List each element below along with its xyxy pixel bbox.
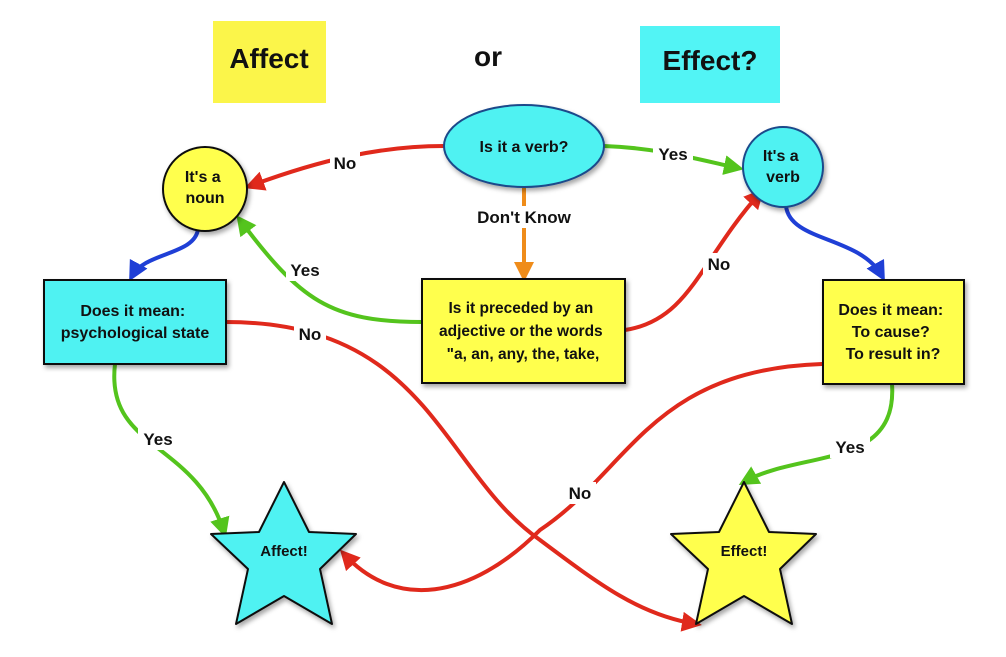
node-preceded-line-1: Is it preceded by an <box>448 300 593 317</box>
node-is-verb: Is it a verb? <box>443 104 605 188</box>
node-preceded-line-2: adjective or the words <box>439 323 603 340</box>
label-cause-yes: Yes <box>835 438 864 457</box>
node-noun-line-1: It's a <box>185 169 221 186</box>
node-preceded: Is it preceded by an adjective or the wo… <box>421 278 626 384</box>
node-psych: Does it mean: psychological state <box>43 279 227 365</box>
effect-star-icon <box>670 481 817 625</box>
node-verb: It's a verb <box>742 126 824 208</box>
node-noun-line-2: noun <box>185 190 224 207</box>
node-psych-line-1: Does it mean: <box>80 303 185 320</box>
node-noun: It's a noun <box>162 146 248 232</box>
edge-psych-no <box>224 320 702 632</box>
label-preceded-no: No <box>708 255 731 274</box>
node-cause-line-2: To cause? <box>852 324 930 341</box>
edge-cause-yes <box>738 382 895 485</box>
label-verb-no: No <box>334 154 357 173</box>
edge-verb-to-cause <box>784 204 885 282</box>
label-dont-know: Don't Know <box>477 208 572 227</box>
title-affect-box <box>213 21 326 103</box>
edge-preceded-no <box>623 188 765 332</box>
title-affect: Affect <box>229 43 308 74</box>
label-psych-yes: Yes <box>143 430 172 449</box>
node-verb-label: It's a verb <box>763 148 803 186</box>
title-effect: Effect? <box>663 45 758 76</box>
edge-cause-no <box>339 362 824 593</box>
edge-preceded-yes <box>236 215 424 324</box>
title-effect-box <box>640 26 780 103</box>
node-verb-line-2: verb <box>766 169 800 186</box>
node-psych-label: Does it mean: psychological state <box>61 303 210 342</box>
label-preceded-yes: Yes <box>290 261 319 280</box>
node-is-verb-label: Is it a verb? <box>480 139 569 156</box>
node-affect-star: Affect! <box>210 481 357 625</box>
affect-star-icon <box>210 481 357 625</box>
node-cause-line-1: Does it mean: <box>838 302 943 319</box>
node-preceded-line-3: "a, an, any, the, take, <box>447 346 600 363</box>
node-noun-label: It's a noun <box>185 169 225 207</box>
label-verb-yes: Yes <box>658 145 687 164</box>
node-verb-line-1: It's a <box>763 148 799 165</box>
node-effect-star-label: Effect! <box>721 543 768 560</box>
edge-noun-to-psych <box>129 227 200 282</box>
title-or: or <box>474 41 502 72</box>
node-cause: Does it mean: To cause? To result in? <box>822 279 965 385</box>
label-psych-no: No <box>299 325 322 344</box>
node-cause-line-3: To result in? <box>846 346 941 363</box>
node-preceded-label: Is it preceded by an adjective or the wo… <box>439 300 607 363</box>
node-psych-line-2: psychological state <box>61 325 210 342</box>
label-cause-no: No <box>569 484 592 503</box>
node-affect-star-label: Affect! <box>260 543 308 560</box>
node-cause-label: Does it mean: To cause? To result in? <box>838 302 947 363</box>
node-effect-star: Effect! <box>670 481 817 625</box>
